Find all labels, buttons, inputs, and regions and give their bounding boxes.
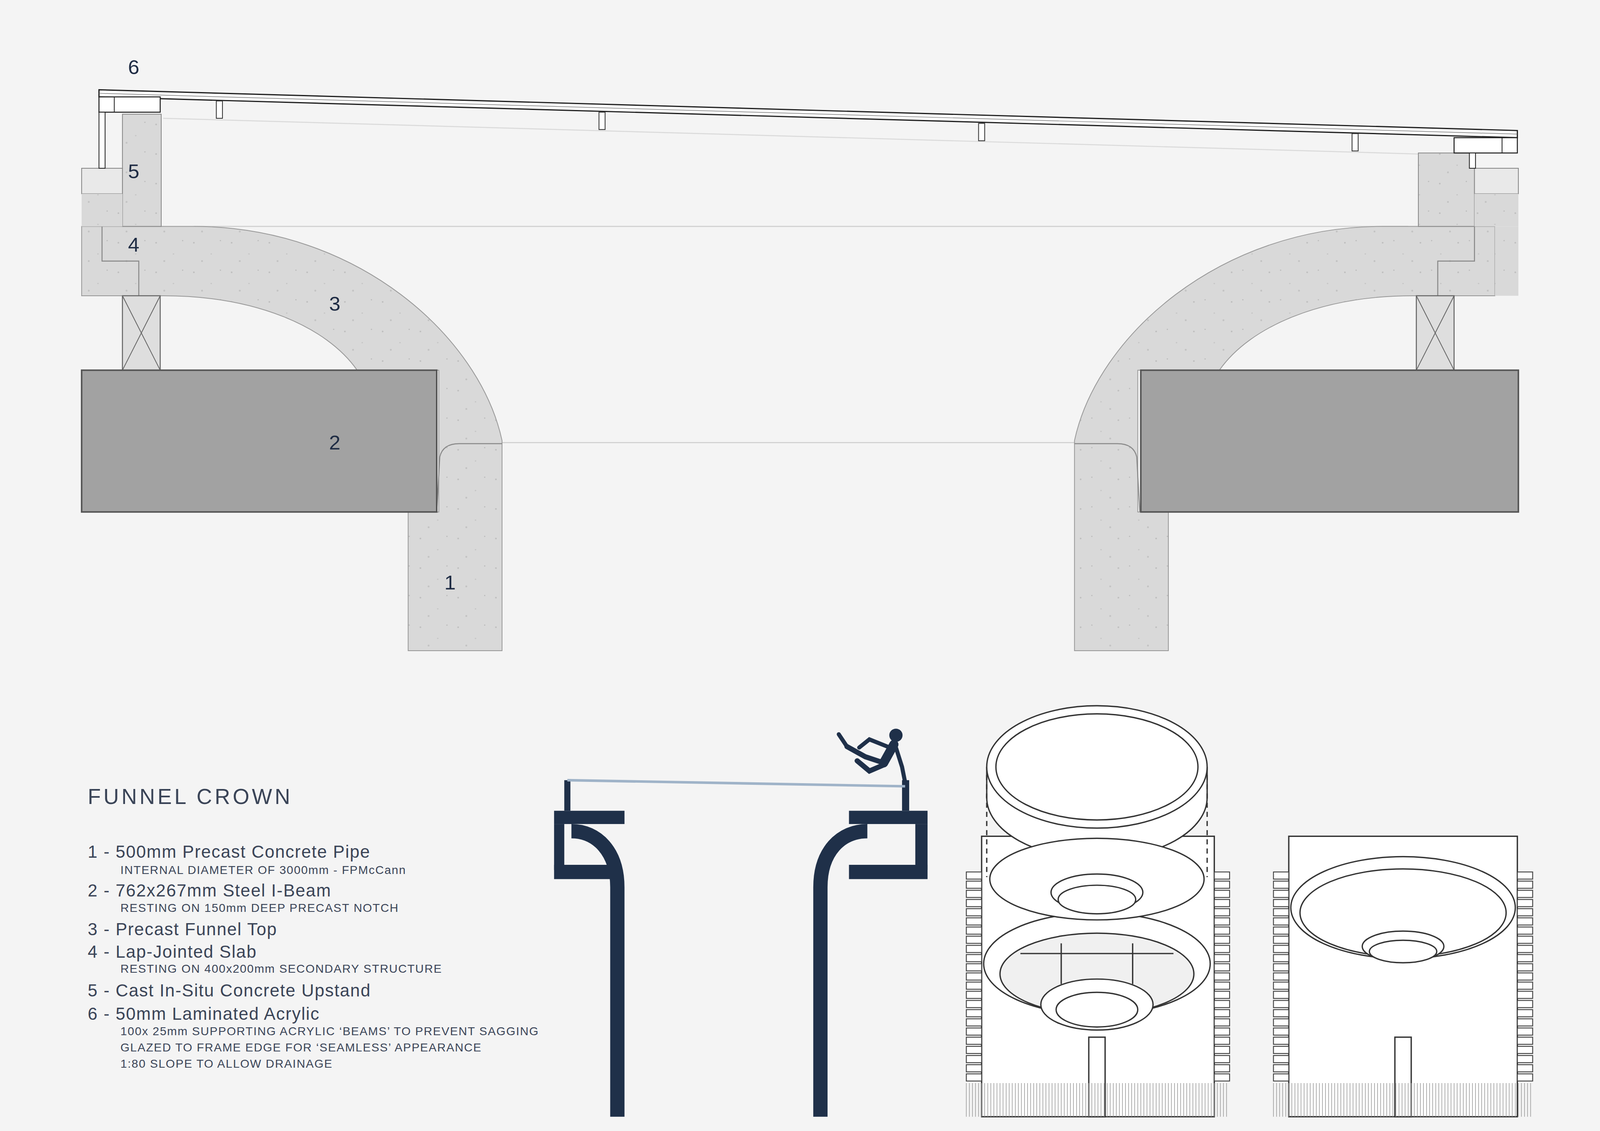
callout-number: 2 <box>329 432 341 453</box>
legend-item: 1 - 500mm Precast Concrete Pipe <box>87 843 371 861</box>
legend-note: GLAZED TO FRAME EDGE FOR ‘SEAMLESS’ APPE… <box>120 1042 482 1054</box>
drawing-title: FUNNEL CROWN <box>87 786 293 808</box>
legend-note: 1:80 SLOPE TO ALLOW DRAINAGE <box>120 1058 333 1070</box>
callout-number: 1 <box>444 572 456 593</box>
legend-item: 4 - Lap-Jointed Slab <box>87 943 258 961</box>
legend-item: 3 - Precast Funnel Top <box>87 920 278 939</box>
legend-item: 6 - 50mm Laminated Acrylic <box>87 1005 320 1023</box>
callout-number: 4 <box>127 234 140 255</box>
legend-item: 2 - 762x267mm Steel I-Beam <box>87 882 332 900</box>
callout-number: 5 <box>127 161 140 182</box>
legend-note: RESTING ON 400x200mm SECONDARY STRUCTURE <box>120 963 443 975</box>
legend-note: 100x 25mm SUPPORTING ACRYLIC ‘BEAMS’ TO … <box>120 1025 540 1038</box>
legend-note: INTERNAL DIAMETER OF 3000mm - FPMcCann <box>120 864 407 877</box>
legend-item: 5 - Cast In-Situ Concrete Upstand <box>87 982 372 1000</box>
callout-number: 3 <box>329 293 341 315</box>
callout-number: 6 <box>127 57 140 78</box>
legend-note: RESTING ON 150mm DEEP PRECAST NOTCH <box>120 902 399 915</box>
